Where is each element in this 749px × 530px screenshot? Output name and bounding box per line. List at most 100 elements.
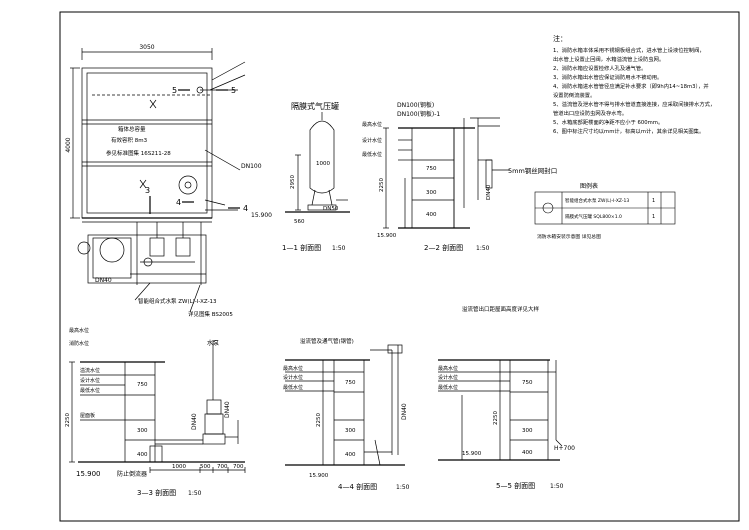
sec55-elev-right: H+700	[554, 445, 575, 452]
legend-row-1: 智能组合式水泵 ZW(L)-I-XZ-13	[565, 197, 629, 204]
sec22-elev: 15.900	[377, 233, 397, 239]
sec55-dim-3: 400	[522, 450, 533, 456]
section-4-4	[285, 344, 405, 466]
plan-cut-4-right: 4	[243, 204, 248, 213]
sec44-scale: 1:50	[396, 484, 410, 491]
note-line-5: 设置防倒流装置。	[553, 91, 595, 99]
note-line-7: 管道出口应设防虫网及存水弯。	[553, 109, 627, 117]
plan-note-2: 有效容积 8m3	[111, 136, 148, 144]
sec33-level-fire: 消防水位	[69, 340, 89, 347]
sec44-level-max: 最高水位	[283, 365, 303, 372]
note-line-2: 2、消防水箱应设置检修人孔及通气管。	[553, 64, 646, 72]
section-5-5	[438, 359, 563, 461]
legend-table	[534, 191, 676, 225]
sec55-level-min: 最低水位	[438, 384, 458, 391]
plan-cut-5-left: 5	[172, 86, 177, 95]
sec22-dim-2: 300	[426, 190, 437, 196]
sec33-level-overflow: 溢流水位	[80, 367, 100, 374]
sec22-dn40: DN40	[486, 184, 492, 200]
sec44-note: 溢流管及通气管(钢管)	[300, 337, 354, 345]
sec55-level-normal: 设计水位	[438, 374, 458, 381]
sec11-dim-1000: 1000	[316, 161, 330, 167]
sec33-caption: 3—3 剖面图	[137, 488, 176, 497]
sec22-top-pipe: DN100(钢板)	[397, 101, 434, 109]
note-line-1: 出水管上设置止回阀，水箱溢流管上设防虫网。	[553, 55, 664, 63]
sec22-dim-1: 750	[426, 166, 437, 172]
sec22-top-pipe2: DN100(钢板)-1	[397, 110, 440, 118]
plan-atlas-ref: 详见图集 BS2005	[188, 310, 233, 318]
sec33-dim-2: 300	[137, 428, 148, 434]
sec11-dim-2950: 2950	[290, 175, 296, 189]
plan-pipe-dn100: DN100	[241, 163, 262, 170]
sec33-bdim-3: 700	[233, 464, 244, 470]
sec33-foot-label: 防止倒流器	[117, 470, 147, 478]
legend-qty-1: 1	[652, 198, 655, 204]
sec55-scale: 1:50	[550, 483, 564, 490]
sec33-dim-0: 2250	[65, 413, 71, 427]
sec44-caption: 4—4 剖面图	[338, 482, 377, 491]
sec44-dim-2: 300	[345, 428, 356, 434]
note-line-0: 1、消防水箱本体采用不锈钢板组合式，进水管上设液位控制阀，	[553, 46, 705, 54]
sec33-level-min: 最低水位	[80, 387, 100, 394]
sec33-roof: 屋面板	[80, 412, 95, 419]
sec55-note: 溢流管出口距屋面高度详见大样	[462, 305, 540, 313]
sec22-caption: 2—2 剖面图	[424, 243, 463, 252]
plan-cut-4-left: 4	[176, 198, 181, 207]
sec55-dim-2: 300	[522, 428, 533, 434]
sec22-scale: 1:50	[476, 245, 490, 252]
sec11-pipe: DN50	[323, 206, 339, 212]
sec44-dim-3: 400	[345, 452, 356, 458]
sec22-dim-0: 2250	[379, 178, 385, 192]
legend-header: 图例表	[580, 182, 598, 190]
sec55-caption: 5—5 剖面图	[496, 481, 535, 490]
sec55-elev-left: 15.900	[462, 451, 482, 457]
sec22-level-normal: 设计水位	[362, 137, 382, 144]
sec11-dim-560: 560	[294, 219, 305, 225]
sec33-bdim-2: 700	[217, 464, 228, 470]
sec33-level-normal: 设计水位	[80, 377, 100, 384]
sec44-pipe: DN40	[401, 403, 408, 420]
sec33-dn40-left: DN40	[191, 413, 198, 430]
note-line-3: 3、消防水箱出水管应保证消防用水不被动用。	[553, 73, 662, 81]
legend-row-2: 隔膜式气压罐 SQL800×1.0	[565, 213, 622, 220]
section-3-3	[69, 340, 246, 473]
sec33-elev: 15.900	[76, 470, 101, 478]
note-line-9: 6、图中标注尺寸均以mm计，标高以m计，其余详见相关图集。	[553, 127, 704, 135]
plan-note-1: 箱体总容量	[118, 125, 146, 133]
sec55-dim-0: 2250	[493, 411, 499, 425]
sec22-dim-3: 400	[426, 212, 437, 218]
notes-list: 1、消防水箱本体采用不锈钢板组合式，进水管上设液位控制阀， 出水管上设置止回阀，…	[553, 46, 715, 135]
note-line-8: 5、水箱底部距楼面的净距不应小于 600mm。	[553, 118, 663, 126]
sec11-title: 隔膜式气压罐	[291, 101, 339, 111]
legend-qty-2: 1	[652, 214, 655, 220]
sec33-dn40-right: DN40	[224, 401, 231, 418]
sec22-level-min: 最低水位	[362, 151, 382, 158]
legend-footer: 消防水箱安装示意图 详见总图	[537, 233, 601, 240]
note-line-4: 4、消防水箱进水管管径应满足补水要求（即9h内14~18m3），并	[553, 82, 709, 90]
plan-pipe-dn40: DN40	[95, 277, 112, 284]
plan-height-dim: 4000	[65, 137, 72, 152]
note-line-6: 5、溢流管及泄水管不得与排水管道直接连接，应采取间接排水方式，	[553, 100, 715, 108]
sec33-dim-3: 400	[137, 452, 148, 458]
plan-cut-3: 3	[145, 186, 150, 195]
sec22-mesh-note: 5mm钢丝网封口	[508, 166, 557, 175]
sec44-level-min: 最低水位	[283, 384, 303, 391]
sec33-level-max: 最高水位	[69, 327, 89, 334]
sec44-dim-0: 2250	[316, 413, 322, 427]
sec22-level-max: 最高水位	[362, 121, 382, 128]
sec44-elev: 15.900	[309, 473, 329, 479]
plan-note-3: 参见标准图集 16S211-28	[106, 149, 171, 157]
plan-width-dim: 3050	[139, 44, 154, 51]
drawing-frame	[59, 11, 740, 522]
sec55-level-max: 最高水位	[438, 365, 458, 372]
section-1-1	[285, 112, 350, 213]
plan-cut-5-right: 5	[231, 86, 236, 95]
sec33-scale: 1:50	[188, 490, 202, 497]
sec33-dim-1: 750	[137, 382, 148, 388]
sec11-caption: 1—1 剖面图	[282, 243, 321, 252]
sec33-top-label: 水泵	[207, 339, 219, 347]
plan-pump-ref: 智能组合式水泵 ZW(L)-I-XZ-13	[138, 297, 217, 305]
sec55-dim-1: 750	[522, 380, 533, 386]
